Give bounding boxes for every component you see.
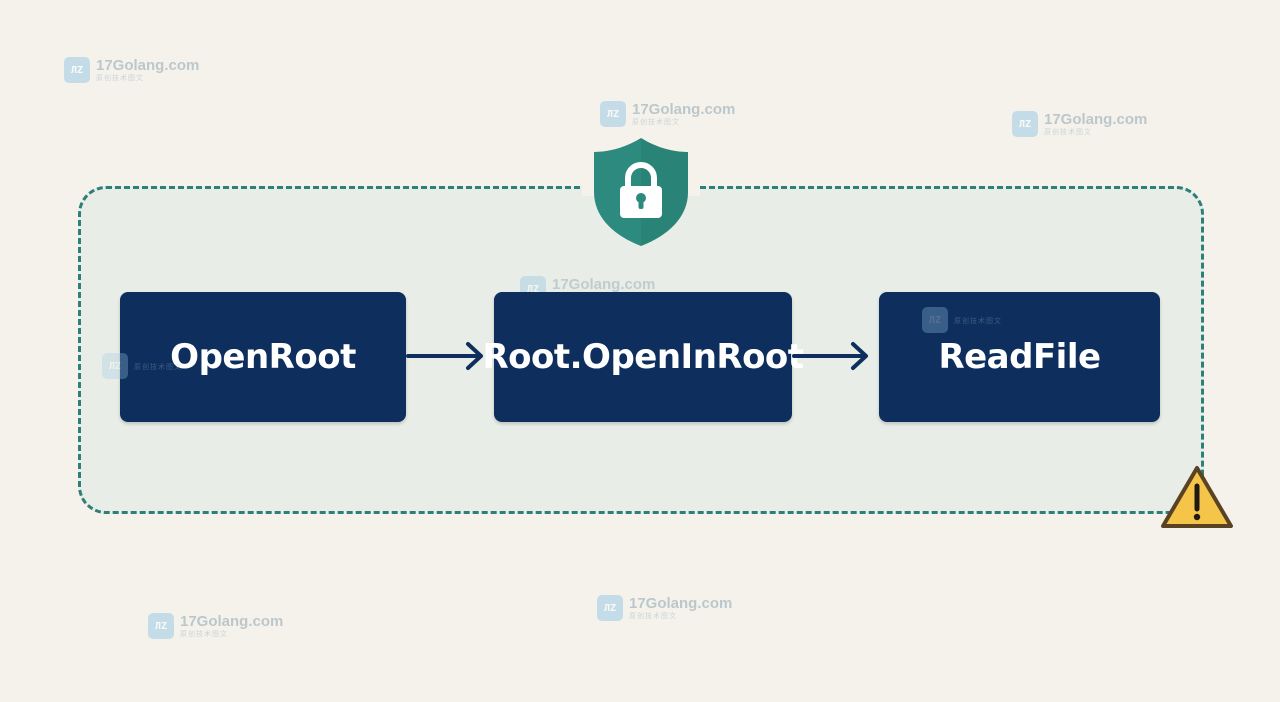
shield-lock-icon [582, 138, 700, 246]
warning-icon [1161, 466, 1233, 528]
node-openroot: OpenRoot [120, 292, 406, 422]
edge-openroot-to-openinroot [406, 342, 483, 370]
node-readfile: ReadFile [879, 292, 1160, 422]
edge-openinroot-to-readfile [792, 342, 868, 370]
node-root-openinroot: Root.OpenInRoot [482, 292, 804, 422]
